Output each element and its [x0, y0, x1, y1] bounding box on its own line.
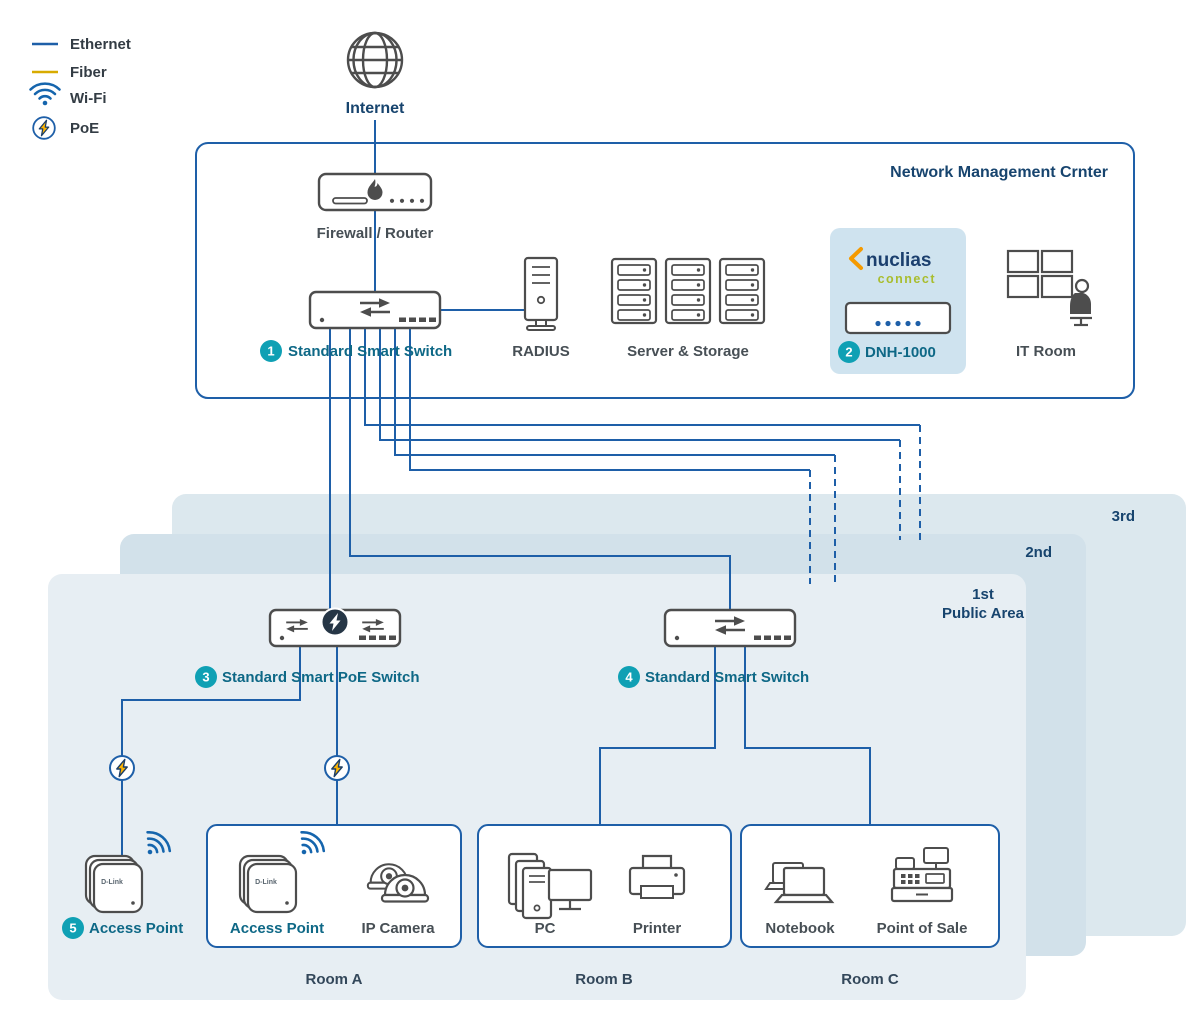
- line-uplink-2: [379, 327, 900, 441]
- nuclias-chevron-icon: [849, 247, 863, 270]
- badge-5: [62, 917, 84, 939]
- room-c-name: Room C: [841, 971, 899, 988]
- poe-icon: [32, 116, 56, 140]
- nuclias-brand-text: nuclias: [866, 250, 931, 271]
- room-b-printer-label: Printer: [633, 920, 682, 937]
- switch4-label: Standard Smart Switch: [645, 669, 809, 686]
- radius-label: RADIUS: [512, 343, 570, 360]
- wifi-icon: [29, 82, 61, 107]
- server-rack-1: [610, 257, 658, 325]
- nuclias-logo: nuclias connect: [849, 247, 936, 286]
- legend-wifi-label: Wi-Fi: [70, 90, 107, 107]
- internet-globe-icon: [346, 31, 404, 89]
- server-rack-2: [664, 257, 712, 325]
- person-body: [1070, 293, 1091, 314]
- monitor-icon: [1040, 274, 1074, 299]
- badge-1-number: 1: [267, 344, 274, 359]
- ap5-label: Access Point: [89, 920, 183, 937]
- badge-2: [838, 341, 860, 363]
- line-switch4-roomb: [599, 646, 716, 825]
- legend: Ethernet Fiber Wi-Fi PoE: [29, 36, 131, 140]
- badge-4-number: 4: [625, 670, 633, 685]
- badge-4: [618, 666, 640, 688]
- legend-ethernet-label: Ethernet: [70, 36, 131, 53]
- server-storage-label: Server & Storage: [627, 343, 749, 360]
- badge-3-number: 3: [202, 670, 209, 685]
- nuclias-connect-text: connect: [878, 272, 936, 286]
- firewall-router-icon: [317, 172, 433, 212]
- room-a-camera-label: IP Camera: [361, 920, 435, 937]
- ethernet-lines: [121, 120, 921, 856]
- line-uplink-1: [364, 327, 920, 426]
- line-uplink-4: [409, 327, 810, 471]
- room-b-pc-label: PC: [535, 920, 556, 937]
- monitor-icon: [1006, 249, 1040, 274]
- monitor-icon: [1040, 249, 1074, 274]
- dnh-1000-label: DNH-1000: [865, 344, 936, 361]
- floor-2nd-label: 2nd: [1025, 544, 1052, 561]
- poe-bolt-on-line-left: [109, 755, 135, 781]
- poe-bolt-on-line-right: [324, 755, 350, 781]
- switch4-icon: [665, 610, 795, 646]
- server-rack-3: [718, 257, 766, 325]
- room-a-ap-label: Access Point: [230, 920, 324, 937]
- floor-3rd-label: 3rd: [1112, 508, 1135, 525]
- it-room-label: IT Room: [1016, 343, 1076, 360]
- badge-1: [260, 340, 282, 362]
- badge-3: [195, 666, 217, 688]
- room-a-ap-brand-text: D-Link: [255, 879, 277, 886]
- line-uplink-3: [394, 327, 835, 456]
- radius-icon: [523, 256, 559, 332]
- ap5-brand-text: D-Link: [101, 879, 123, 886]
- dnh-panel: [830, 228, 966, 374]
- switch3-poe-icon: [270, 609, 400, 647]
- floor-1st-sublabel: Public Area: [942, 605, 1025, 622]
- switch3-label: Standard Smart PoE Switch: [222, 669, 420, 686]
- firewall-label: Firewall / Router: [317, 225, 434, 242]
- uplink-dashed-lines: [809, 425, 921, 584]
- room-a-name: Room A: [306, 971, 363, 988]
- floor-1st-label: 1st: [972, 586, 994, 603]
- line-switch4-roomc: [744, 646, 871, 825]
- room-c-notebook-label: Notebook: [765, 920, 835, 937]
- it-room-icon: [1006, 249, 1092, 327]
- room-c-pos-label: Point of Sale: [877, 920, 968, 937]
- legend-fiber-label: Fiber: [70, 64, 107, 81]
- person-head: [1074, 278, 1090, 294]
- room-b-name: Room B: [575, 971, 633, 988]
- switch1-label: Standard Smart Switch: [288, 343, 452, 360]
- management-center-title: Network Management Crnter: [890, 164, 1108, 181]
- badge-2-number: 2: [845, 345, 852, 360]
- badge-5-number: 5: [69, 921, 76, 936]
- line-switch1-switch4: [349, 327, 731, 610]
- dnh-1000-icon: [844, 301, 952, 335]
- monitor-icon: [1006, 274, 1040, 299]
- internet-label: Internet: [346, 100, 405, 117]
- switch1-icon: [310, 292, 440, 328]
- legend-poe-label: PoE: [70, 120, 99, 137]
